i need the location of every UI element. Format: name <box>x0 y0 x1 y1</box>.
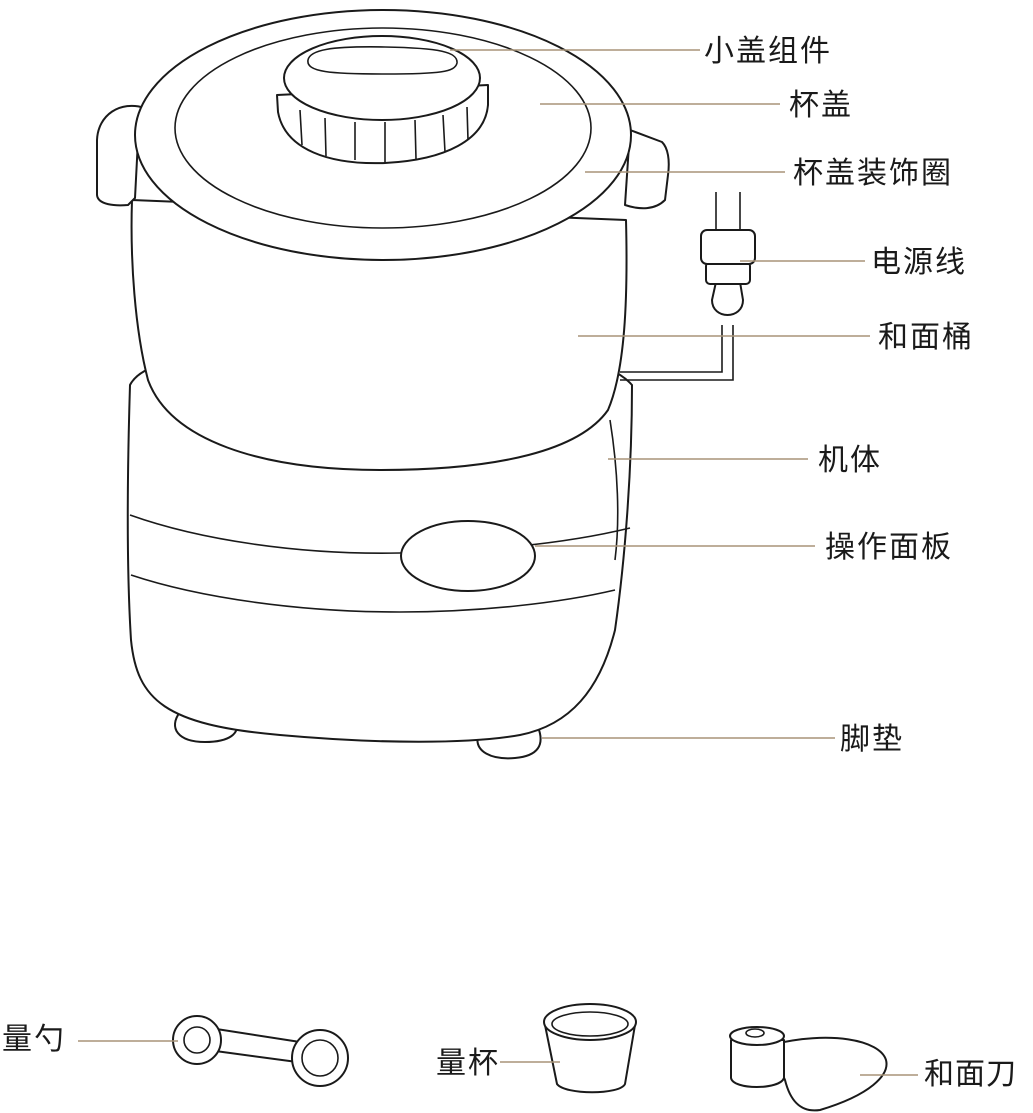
label-feet: 脚垫 <box>840 722 904 757</box>
label-small-lid: 小盖组件 <box>704 34 832 69</box>
control-panel-drawing <box>400 520 536 592</box>
blade-drawing <box>729 1026 888 1112</box>
label-lid-ring: 杯盖装饰圈 <box>793 156 953 191</box>
bowl-drawing <box>96 104 670 471</box>
label-panel: 操作面板 <box>825 530 953 565</box>
label-bowl: 和面桶 <box>878 320 974 355</box>
cup-drawing <box>543 1003 637 1094</box>
leader-lines <box>78 49 918 1076</box>
spoon-drawing <box>172 1015 349 1087</box>
label-spoon: 量勺 <box>2 1022 66 1057</box>
small-lid-drawing <box>276 35 489 165</box>
label-power-cord: 电源线 <box>871 245 967 280</box>
label-cup: 量杯 <box>436 1046 500 1081</box>
power-cord-drawing <box>620 192 756 381</box>
label-body: 机体 <box>818 443 882 478</box>
label-blade: 和面刀 <box>924 1057 1017 1092</box>
label-lid: 杯盖 <box>789 88 853 123</box>
